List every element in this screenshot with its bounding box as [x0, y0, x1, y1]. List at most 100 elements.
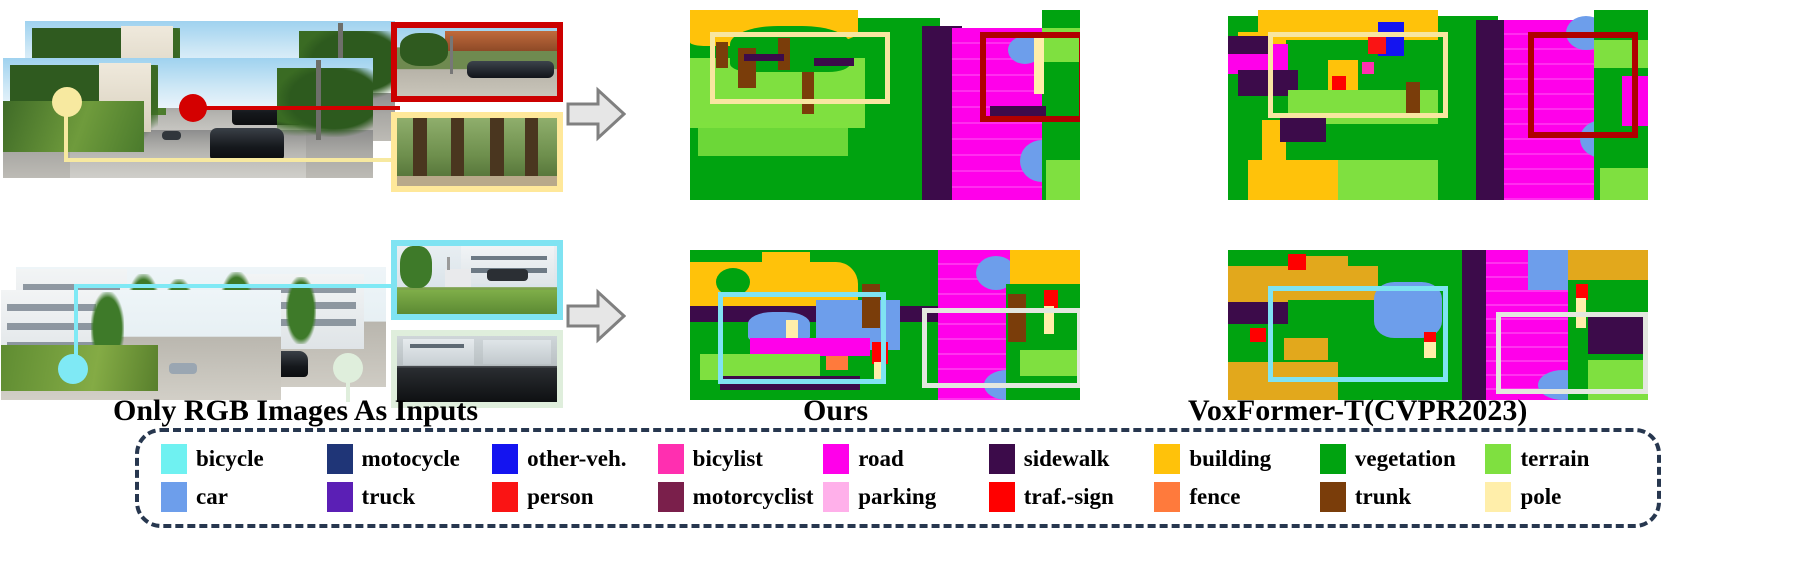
ours-scene-row1 [690, 10, 1080, 200]
seg-terrain [698, 122, 848, 156]
legend-label: bicylist [692, 446, 763, 471]
seg-building [762, 252, 810, 268]
seg-pole [874, 362, 884, 382]
seg-pole [1034, 36, 1044, 94]
green-callout-line-v [346, 377, 350, 402]
seg-terrain [1020, 350, 1080, 376]
legend-swatch-icon [823, 482, 850, 512]
crop-red-thumb-row1[interactable] [391, 22, 563, 102]
caption-baseline: VoxFormer-T(CVPR2023) [1188, 394, 1528, 427]
crop-yellow-thumb-row1[interactable] [391, 112, 563, 192]
seg-traf-sign [1044, 290, 1058, 308]
baseline-red-highlight-box-row1[interactable] [1528, 32, 1638, 138]
rgb-photo-front-row1 [3, 58, 373, 178]
cyan-callout-line-h [74, 284, 404, 288]
baseline-scene-row1 [1228, 10, 1648, 200]
legend-item-trunk: trunk [1316, 482, 1482, 512]
seg-car [1374, 282, 1442, 338]
legend-swatch-icon [988, 444, 1015, 474]
legend-item-terrain: terrain [1481, 444, 1647, 474]
ours-red-highlight-box-row1[interactable] [980, 32, 1080, 122]
street-pole [316, 60, 322, 140]
baseline-white-highlight-box-row2[interactable] [1496, 312, 1648, 394]
caption-ours: Ours [803, 394, 869, 427]
rgb-input-mosaic-row2 [0, 222, 420, 402]
caption-inputs: Only RGB Images As Inputs [113, 394, 479, 427]
legend-swatch-icon [326, 482, 353, 512]
legend-label: fence [1189, 484, 1241, 509]
right-trees [276, 67, 373, 138]
legend-item-building: building [1150, 444, 1316, 474]
legend-item-truck: truck [323, 482, 489, 512]
legend-item-other-veh-: other-veh. [488, 444, 654, 474]
legend-label: truck [361, 484, 416, 509]
cyan-callout-dot[interactable] [58, 354, 88, 384]
seg-trunk [1008, 294, 1026, 342]
seg-sidewalk [1280, 116, 1326, 142]
legend-item-fence: fence [1150, 482, 1316, 512]
legend-item-car: car [157, 482, 323, 512]
seg-pole [1044, 306, 1054, 334]
legend-item-road: road [819, 444, 985, 474]
legend-swatch-icon [326, 444, 353, 474]
seg-building [1010, 250, 1080, 290]
legend-label: parking [858, 484, 937, 509]
legend-label: sidewalk [1023, 446, 1110, 471]
crop-green-thumb-row2[interactable] [391, 330, 563, 408]
seg-terrain [1594, 40, 1648, 68]
seg-road [1504, 20, 1596, 200]
seg-trunk [716, 42, 728, 68]
seg-traf-sign [1332, 76, 1346, 90]
seg-road [750, 338, 870, 356]
ours-white-highlight-box-row2[interactable] [922, 308, 1080, 388]
baseline-scene-row2 [1228, 250, 1648, 400]
seg-building [1284, 338, 1328, 360]
seg-building [750, 10, 830, 24]
legend-label: terrain [1520, 446, 1590, 471]
legend-label: pole [1520, 484, 1562, 509]
seg-car [748, 312, 810, 342]
legend-swatch-icon [492, 482, 519, 512]
legend-swatch-icon [1319, 482, 1346, 512]
ours-scene-row2 [690, 250, 1080, 400]
legend-item-bicylist: bicylist [654, 444, 820, 474]
flow-arrow-row1-icon [566, 86, 626, 142]
legend-item-pole: pole [1481, 482, 1647, 512]
seg-vegetation [716, 268, 750, 296]
legend-label: other-veh. [527, 446, 627, 471]
legend-swatch-icon [988, 482, 1015, 512]
seg-person [1368, 36, 1386, 54]
legend-label: building [1189, 446, 1272, 471]
legend-item-sidewalk: sidewalk [985, 444, 1151, 474]
seg-terrain [1046, 160, 1080, 200]
crop-cyan-thumb-row2[interactable] [391, 240, 563, 320]
seg-sidewalk [814, 58, 854, 66]
legend-item-traf-sign: traf.-sign [985, 482, 1151, 512]
baseline-yellow-highlight-box-row1[interactable] [1268, 32, 1448, 118]
legend-swatch-icon [1485, 444, 1512, 474]
seg-terrain [1338, 160, 1438, 200]
legend-label: car [196, 484, 228, 509]
ours-yellow-highlight-box-row1[interactable] [710, 32, 890, 104]
seg-traf-sign [1250, 328, 1266, 342]
rgb-input-mosaic-row1 [0, 14, 420, 199]
legend-swatch-icon [657, 482, 684, 512]
seg-fence [826, 356, 848, 370]
legend-swatch-icon [1319, 444, 1346, 474]
legend-swatch-icon [823, 444, 850, 474]
ours-cyan-highlight-box-row2[interactable] [718, 292, 886, 384]
seg-sidewalk [1228, 36, 1272, 54]
seg-trunk [1406, 82, 1420, 116]
legend-item-vegetation: vegetation [1316, 444, 1482, 474]
legend-item-parking: parking [819, 482, 985, 512]
legend-swatch-icon [1485, 482, 1512, 512]
yellow-callout-line-h [64, 158, 420, 162]
legend-label: trunk [1354, 484, 1412, 509]
baseline-cyan-highlight-box-row2[interactable] [1268, 286, 1448, 382]
parked-car [210, 127, 285, 160]
seg-terrain [1600, 168, 1648, 200]
legend-label: traf.-sign [1023, 484, 1114, 509]
seg-building [1248, 160, 1338, 200]
seg-trunk [778, 38, 790, 70]
